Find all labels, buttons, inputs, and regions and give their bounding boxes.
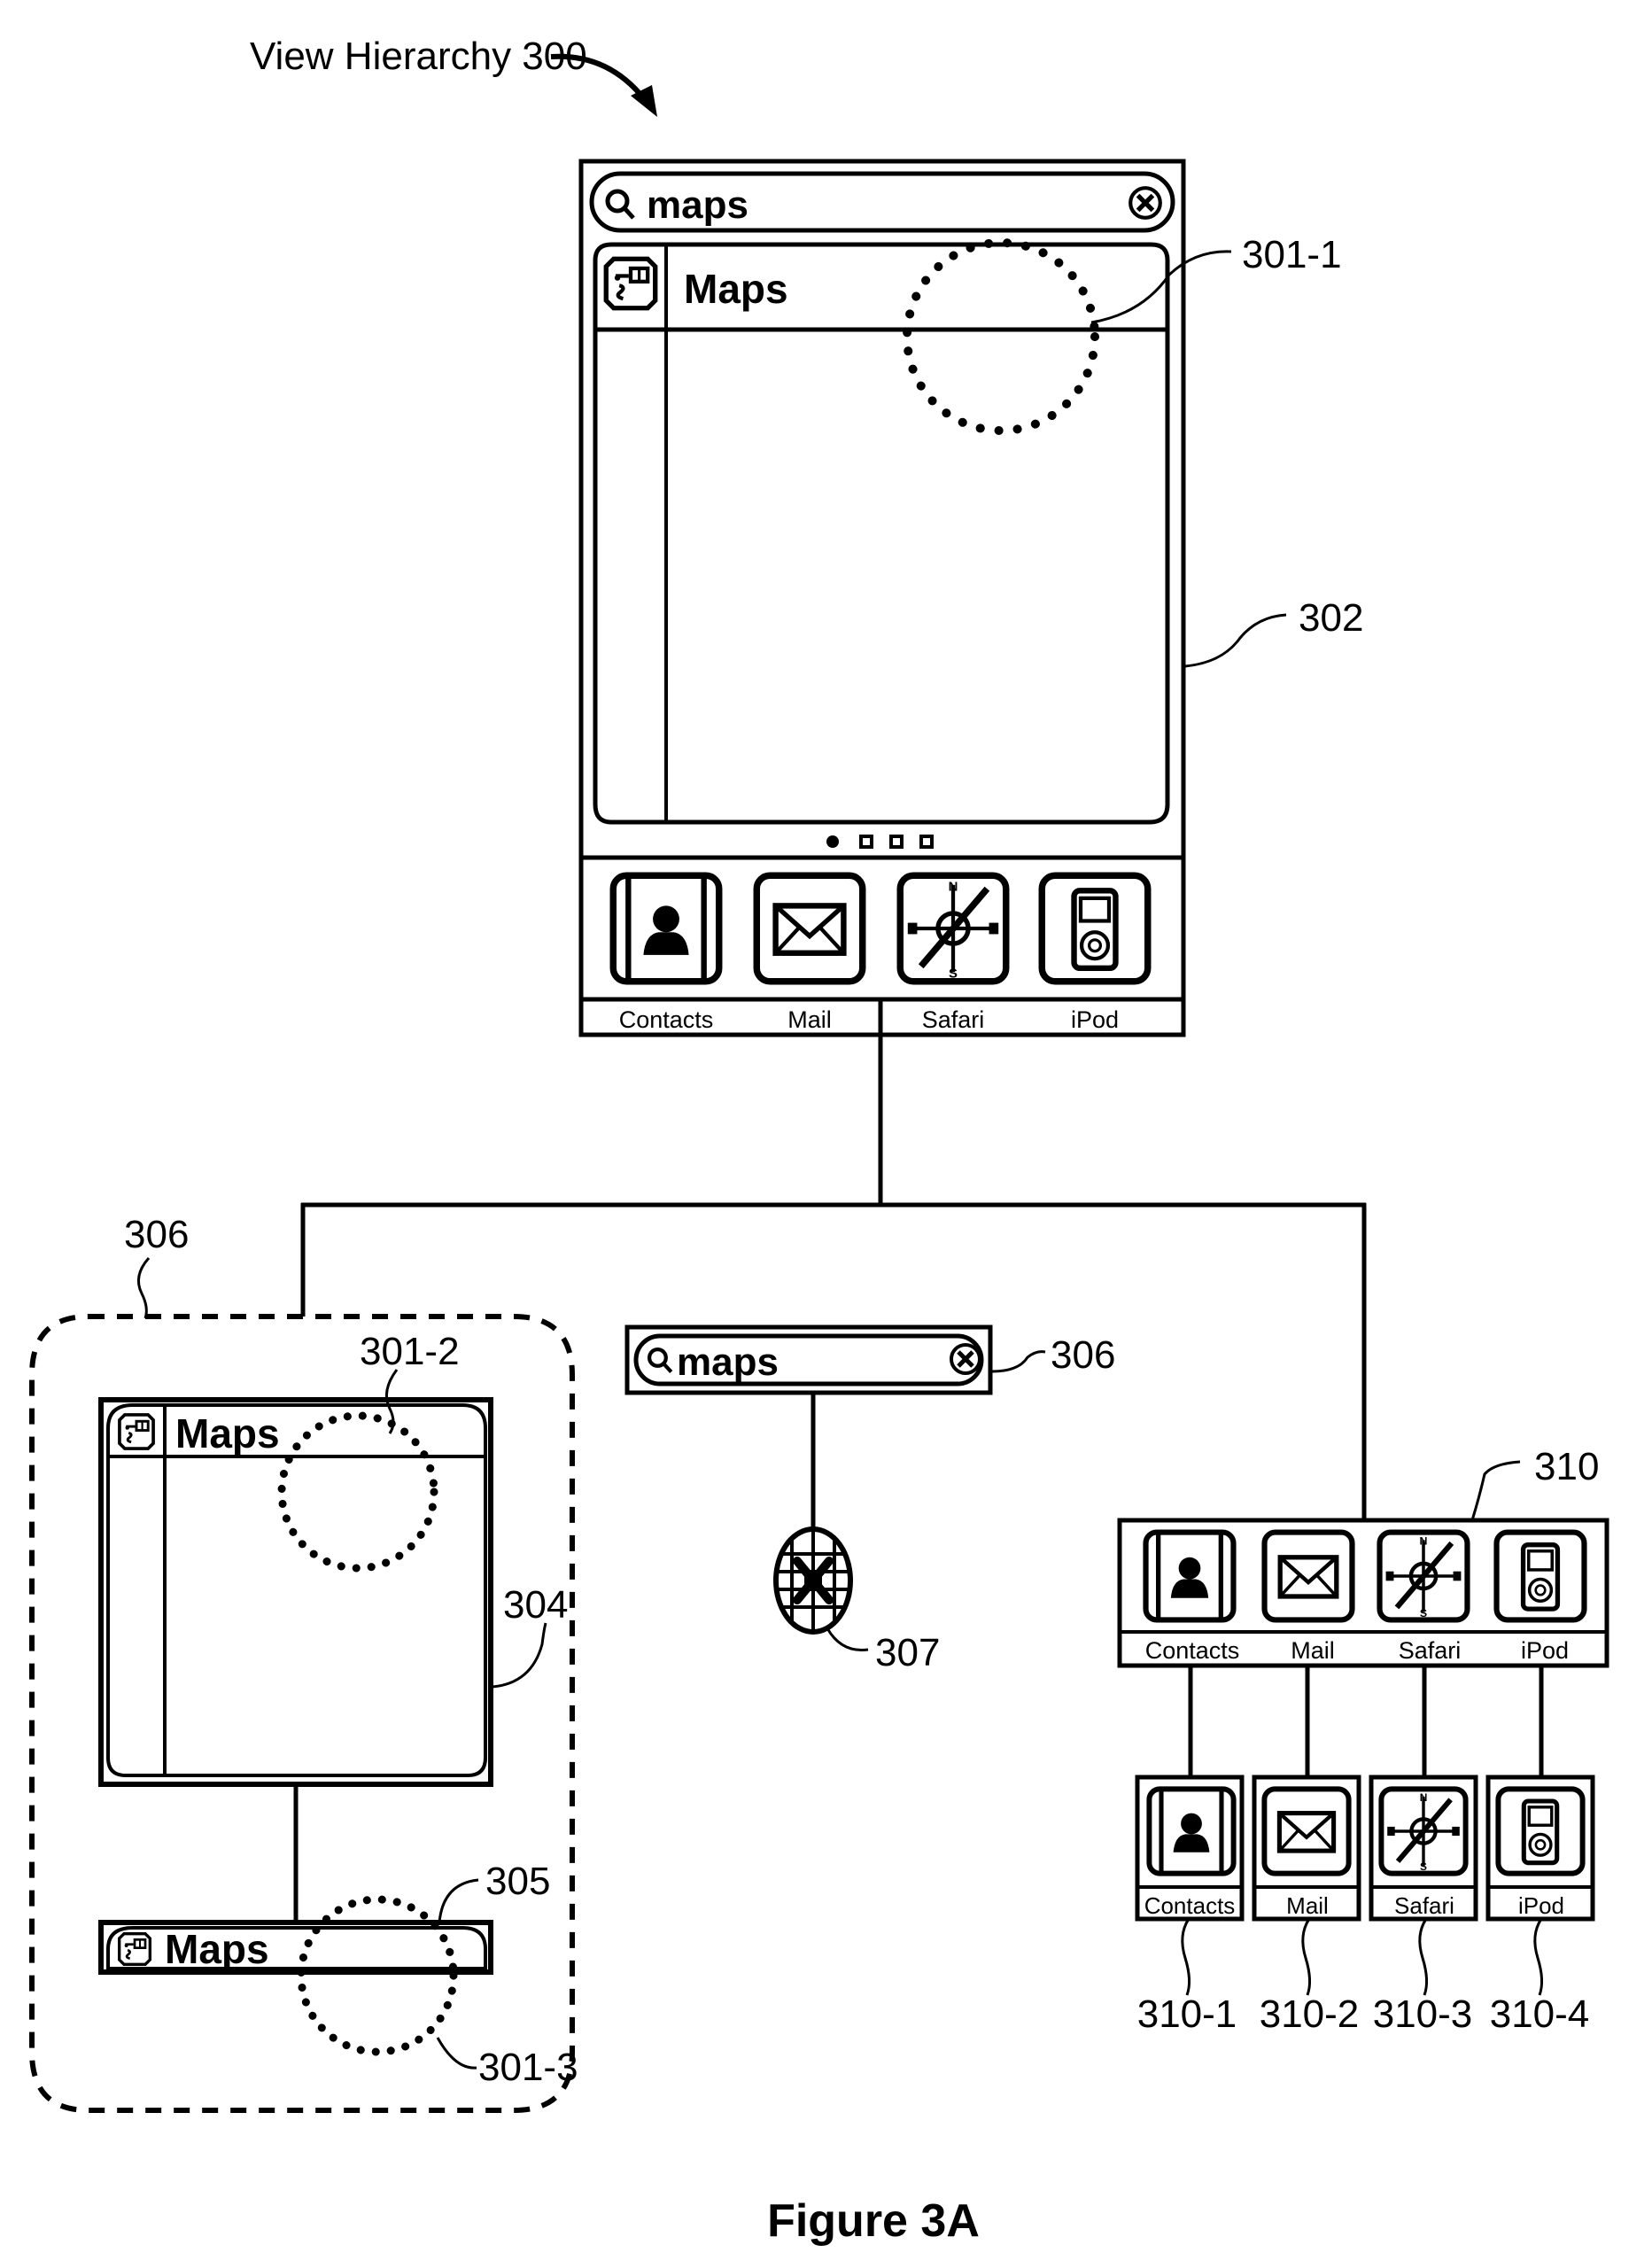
results-view-label[interactable]: Maps	[175, 1410, 280, 1456]
touch-region-301-1	[903, 238, 1099, 435]
root-dock: Contacts Mail Safari iPod	[581, 875, 1183, 1033]
row-view-305: Maps	[98, 1895, 493, 2056]
ref-310-4: 310-4	[1490, 1992, 1590, 2036]
middle-search-bar[interactable]: maps	[633, 1333, 984, 1386]
safari-icon	[1381, 1789, 1465, 1873]
app-view-310-1[interactable]: Contacts	[1135, 1775, 1245, 1922]
dock310-label-safari: Safari	[1399, 1637, 1462, 1664]
ipod-icon	[1498, 1789, 1582, 1873]
search-icon	[608, 191, 633, 218]
root-search-bar[interactable]: maps	[589, 171, 1175, 233]
figure-caption: Figure 3A	[767, 2195, 980, 2247]
middle-branch: maps 306 307	[624, 1324, 1115, 1674]
leader-301-1	[1090, 250, 1232, 324]
ref-301-3: 301-3	[478, 2046, 578, 2089]
diagram-title: View Hierarchy 300	[250, 35, 587, 78]
dock310-label-contacts: Contacts	[1145, 1637, 1240, 1664]
mail-icon[interactable]	[756, 875, 862, 981]
ref-310-1: 310-1	[1137, 1992, 1237, 2036]
leader-304	[492, 1622, 547, 1689]
leader-310-2	[1301, 1918, 1312, 1996]
child-label-ipod: iPod	[1518, 1892, 1564, 1919]
leader-301-2	[384, 1369, 399, 1434]
ref-306-left: 306	[124, 1213, 189, 1256]
left-branch-group: 306 Maps 301-2 304 Maps 305 301-3	[29, 1213, 578, 2113]
app-view-310-3[interactable]: Safari	[1369, 1775, 1478, 1922]
maps-icon	[118, 1932, 151, 1966]
ref-310-2: 310-2	[1260, 1992, 1360, 2036]
ref-310: 310	[1534, 1445, 1599, 1488]
touch-region-301-3	[297, 1895, 458, 2056]
root-result-label[interactable]: Maps	[684, 266, 788, 312]
app-view-310-2[interactable]: Mail	[1252, 1775, 1361, 1922]
leader-307	[826, 1627, 869, 1651]
contacts-icon	[1149, 1789, 1233, 1873]
dock-label-contacts: Contacts	[619, 1006, 714, 1033]
contacts-icon[interactable]	[1146, 1533, 1234, 1620]
app-view-310-4[interactable]: iPod	[1485, 1775, 1595, 1922]
right-branch: Contacts Mail Safari iPod 310 Contacts M…	[1117, 1445, 1609, 2036]
dock-label-safari: Safari	[922, 1006, 985, 1033]
child-label-mail: Mail	[1286, 1892, 1329, 1919]
page-indicator	[826, 835, 934, 849]
results-view-304: Maps	[98, 1397, 493, 1787]
maps-icon	[606, 259, 655, 307]
middle-search-value: maps	[677, 1340, 779, 1384]
tree-connectors	[300, 999, 1367, 1520]
ref-302: 302	[1299, 596, 1363, 640]
leader-305	[438, 1878, 479, 1923]
safari-icon[interactable]	[900, 875, 1005, 981]
ipod-icon[interactable]	[1042, 875, 1147, 981]
ref-305: 305	[485, 1860, 550, 1903]
ref-310-3: 310-3	[1373, 1992, 1473, 2036]
child-label-contacts: Contacts	[1144, 1892, 1236, 1919]
dock310-label-mail: Mail	[1291, 1637, 1335, 1664]
title-arrowhead-icon	[631, 85, 657, 117]
safari-icon[interactable]	[1380, 1533, 1468, 1620]
mail-icon	[1264, 1789, 1348, 1873]
child-label-safari: Safari	[1394, 1892, 1454, 1919]
keyboard-view-307[interactable]	[773, 1526, 853, 1635]
leader-301-3	[436, 2037, 477, 2070]
mail-icon[interactable]	[1265, 1533, 1353, 1620]
search-icon	[649, 1349, 671, 1372]
ipod-icon[interactable]	[1497, 1533, 1585, 1620]
leader-310-3	[1418, 1918, 1429, 1996]
leader-306-left	[136, 1256, 151, 1319]
leader-306-mid	[991, 1350, 1046, 1373]
root-search-value: maps	[647, 183, 748, 227]
dock-view-310	[1117, 1518, 1609, 1668]
root-results-panel: Maps	[593, 238, 1170, 825]
search-view-306	[624, 1324, 993, 1395]
dock-label-mail: Mail	[787, 1006, 832, 1033]
dock310-label-ipod: iPod	[1521, 1637, 1569, 1664]
ref-306-mid: 306	[1051, 1333, 1115, 1377]
leader-310-1	[1181, 1918, 1191, 1996]
ref-301-1: 301-1	[1242, 233, 1342, 276]
leader-310	[1470, 1460, 1521, 1521]
clear-icon[interactable]	[951, 1345, 980, 1373]
ref-301-2: 301-2	[360, 1330, 460, 1373]
group-boundary-306	[29, 1314, 575, 2113]
leader-310-4	[1533, 1918, 1544, 1996]
maps-icon	[118, 1413, 155, 1450]
root-view-302: maps Maps Contacts Mail	[578, 159, 1186, 1037]
row-view-label[interactable]: Maps	[165, 1926, 269, 1972]
touch-region-301-2	[277, 1411, 438, 1573]
contacts-icon[interactable]	[613, 875, 718, 981]
clear-icon[interactable]	[1130, 188, 1160, 218]
search-page-icon	[826, 835, 839, 848]
ref-304: 304	[503, 1583, 568, 1627]
dock-label-ipod: iPod	[1071, 1006, 1119, 1033]
leader-302	[1184, 613, 1287, 668]
ref-307: 307	[875, 1631, 940, 1674]
